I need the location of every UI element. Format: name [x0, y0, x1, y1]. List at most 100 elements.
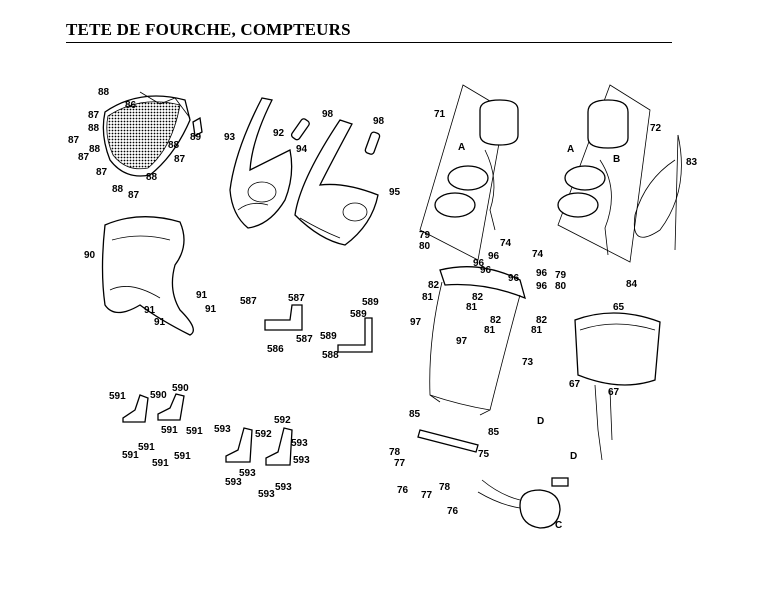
speedometer-cable-part: [633, 134, 682, 251]
svg-text:593: 593: [225, 477, 242, 488]
svg-text:587: 587: [240, 296, 257, 307]
svg-text:593: 593: [293, 455, 310, 466]
svg-text:96: 96: [480, 265, 492, 276]
bracket-586-part: [264, 304, 303, 331]
bracket-592-part: [225, 427, 293, 466]
svg-text:75: 75: [478, 449, 490, 460]
svg-text:593: 593: [258, 489, 275, 500]
svg-text:91: 91: [205, 304, 217, 315]
svg-text:591: 591: [138, 442, 155, 453]
svg-text:588: 588: [322, 350, 339, 361]
bracket-590-part: [122, 393, 185, 423]
svg-text:77: 77: [421, 490, 433, 501]
svg-text:87: 87: [68, 135, 80, 146]
svg-text:589: 589: [320, 331, 337, 342]
svg-text:96: 96: [536, 281, 548, 292]
svg-text:73: 73: [522, 357, 534, 368]
ignition-switch-part: [477, 477, 569, 529]
svg-text:88: 88: [88, 123, 100, 134]
svg-text:67: 67: [569, 379, 581, 390]
svg-text:65: 65: [613, 302, 625, 313]
svg-text:80: 80: [555, 281, 567, 292]
svg-text:76: 76: [447, 506, 459, 517]
svg-text:82: 82: [428, 280, 440, 291]
svg-text:67: 67: [608, 387, 620, 398]
svg-text:74: 74: [532, 249, 544, 260]
svg-text:72: 72: [650, 123, 662, 134]
speedometer-72-part: [557, 84, 651, 263]
mounting-plate-part: [417, 429, 479, 453]
svg-text:97: 97: [410, 317, 422, 328]
svg-text:591: 591: [174, 451, 191, 462]
svg-text:92: 92: [273, 128, 285, 139]
svg-text:87: 87: [96, 167, 108, 178]
svg-text:88: 88: [146, 172, 158, 183]
svg-text:96: 96: [473, 258, 485, 269]
svg-text:97: 97: [456, 336, 468, 347]
svg-text:81: 81: [531, 325, 543, 336]
title-underline: [66, 42, 672, 43]
svg-text:586: 586: [267, 344, 284, 355]
page-title: TETE DE FOURCHE, COMPTEURS: [66, 20, 351, 39]
svg-text:96: 96: [536, 268, 548, 279]
svg-text:91: 91: [154, 317, 166, 328]
svg-text:592: 592: [255, 429, 272, 440]
svg-text:87: 87: [174, 154, 186, 165]
fairing-clip-part: [290, 118, 381, 155]
svg-text:90: 90: [84, 250, 96, 261]
svg-text:88: 88: [98, 87, 110, 98]
svg-text:96: 96: [488, 251, 500, 262]
svg-text:98: 98: [322, 109, 334, 120]
svg-text:86: 86: [125, 100, 137, 111]
svg-text:88: 88: [112, 184, 124, 195]
front-fairing-left-part: [229, 97, 293, 229]
svg-text:593: 593: [239, 468, 256, 479]
svg-text:85: 85: [409, 409, 421, 420]
svg-text:591: 591: [109, 391, 126, 402]
svg-text:91: 91: [196, 290, 208, 301]
svg-text:78: 78: [439, 482, 451, 493]
svg-text:84: 84: [626, 279, 638, 290]
svg-text:D: D: [537, 416, 544, 427]
svg-text:98: 98: [373, 116, 385, 127]
svg-text:82: 82: [472, 292, 484, 303]
windscreen-grille-part: [102, 91, 203, 177]
svg-text:589: 589: [362, 297, 379, 308]
svg-text:82: 82: [490, 315, 502, 326]
front-cover-part: [101, 216, 194, 336]
svg-text:B: B: [613, 154, 620, 165]
svg-text:96: 96: [508, 273, 520, 284]
svg-text:87: 87: [78, 152, 90, 163]
svg-text:76: 76: [397, 485, 409, 496]
svg-text:87: 87: [88, 110, 100, 121]
svg-text:593: 593: [275, 482, 292, 493]
svg-text:88: 88: [168, 140, 180, 151]
svg-text:591: 591: [122, 450, 139, 461]
svg-text:83: 83: [686, 157, 698, 168]
svg-text:87: 87: [128, 190, 140, 201]
svg-text:593: 593: [291, 438, 308, 449]
svg-text:A: A: [458, 142, 465, 153]
callout-labels: 88 86 87 88 87 88 87 87 88 88 87 89 88 8…: [68, 87, 698, 531]
svg-text:88: 88: [89, 144, 101, 155]
svg-text:81: 81: [484, 325, 496, 336]
svg-text:590: 590: [150, 390, 167, 401]
speedometer-71-part: [419, 84, 519, 261]
front-fairing-right-part: [294, 119, 379, 246]
svg-text:71: 71: [434, 109, 446, 120]
svg-text:587: 587: [296, 334, 313, 345]
svg-text:82: 82: [536, 315, 548, 326]
svg-text:C: C: [555, 520, 562, 531]
bracket-588-part: [337, 317, 373, 353]
svg-text:592: 592: [274, 415, 291, 426]
svg-text:79: 79: [555, 270, 567, 281]
svg-text:77: 77: [394, 458, 406, 469]
svg-text:591: 591: [152, 458, 169, 469]
svg-text:74: 74: [500, 238, 512, 249]
svg-text:589: 589: [350, 309, 367, 320]
fork-frame-part: [429, 266, 526, 416]
svg-text:591: 591: [186, 426, 203, 437]
svg-text:80: 80: [419, 241, 431, 252]
svg-text:593: 593: [214, 424, 231, 435]
